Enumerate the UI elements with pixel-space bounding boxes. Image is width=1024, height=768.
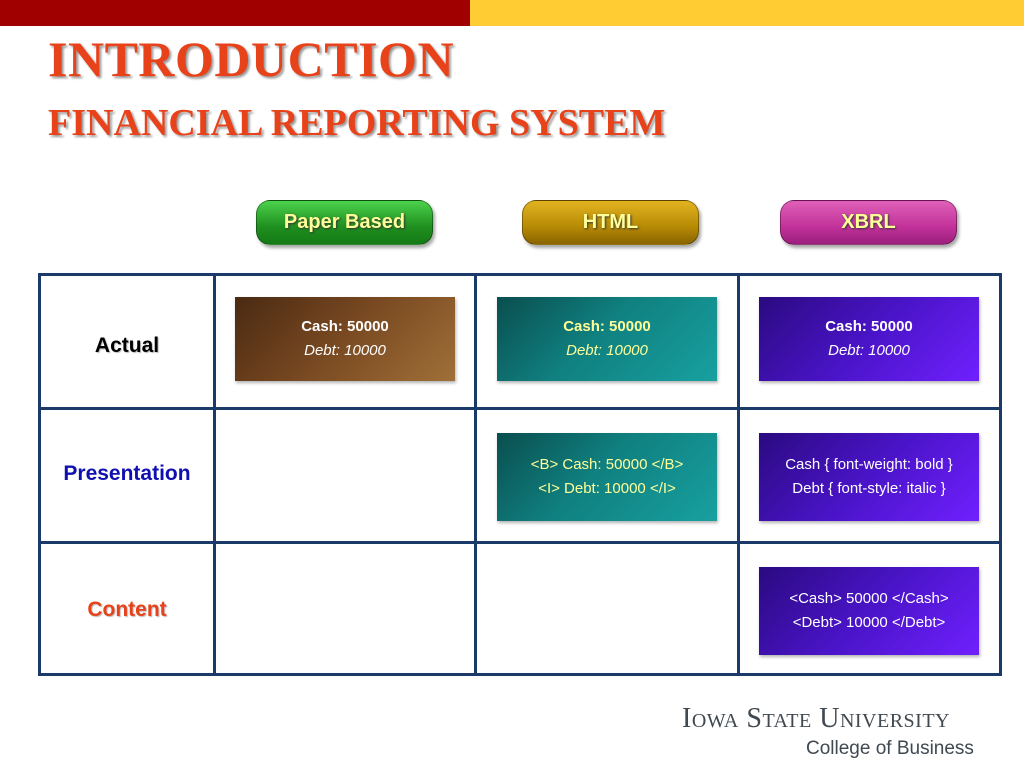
header-bar-red [0, 0, 470, 26]
row-label-actual: Actual [94, 334, 160, 357]
table-divider [213, 276, 216, 673]
cell-actual-html: Cash: 50000 Debt: 10000 [497, 297, 717, 381]
comparison-table: Actual Presentation Content Cash: 50000 … [38, 273, 1002, 676]
slide-subtitle: FINANCIAL REPORTING SYSTEM [48, 102, 666, 144]
table-divider [474, 276, 477, 673]
header-bar-gold [470, 0, 1024, 26]
column-header-xbrl: XBRL [780, 200, 957, 245]
table-divider [41, 541, 999, 544]
cell-line-cash: <Cash> 50000 </Cash> [789, 590, 949, 607]
cell-line-debt: Debt: 10000 [828, 342, 910, 359]
cell-line-cash: Cash: 50000 [563, 318, 651, 335]
cell-presentation-html: <B> Cash: 50000 </B> <I> Debt: 10000 </I… [497, 433, 717, 521]
slide-title: INTRODUCTION [48, 31, 455, 87]
university-logo: Iowa State University [682, 703, 950, 735]
row-label-presentation: Presentation [63, 462, 191, 485]
cell-line-debt: <Debt> 10000 </Debt> [792, 614, 946, 631]
cell-line-cash: <B> Cash: 50000 </B> [530, 456, 684, 473]
college-name: College of Business [806, 738, 974, 759]
cell-line-debt: Debt: 10000 [566, 342, 648, 359]
cell-actual-paper: Cash: 50000 Debt: 10000 [235, 297, 455, 381]
row-label-content: Content [87, 598, 167, 621]
column-header-html: HTML [522, 200, 699, 245]
cell-line-cash: Cash: 50000 [825, 318, 913, 335]
table-divider [41, 407, 999, 410]
cell-presentation-xbrl: Cash { font-weight: bold } Debt { font-s… [759, 433, 979, 521]
cell-line-cash: Cash: 50000 [301, 318, 389, 335]
cell-line-debt: Debt: 10000 [304, 342, 386, 359]
university-name: Iowa State University [682, 703, 950, 734]
table-divider [737, 276, 740, 673]
cell-content-xbrl: <Cash> 50000 </Cash> <Debt> 10000 </Debt… [759, 567, 979, 655]
cell-actual-xbrl: Cash: 50000 Debt: 10000 [759, 297, 979, 381]
cell-line-debt: <I> Debt: 10000 </I> [538, 480, 676, 497]
cell-line-cash: Cash { font-weight: bold } [785, 456, 953, 473]
cell-line-debt: Debt { font-style: italic } [792, 480, 946, 497]
column-header-paper-based: Paper Based [256, 200, 433, 245]
